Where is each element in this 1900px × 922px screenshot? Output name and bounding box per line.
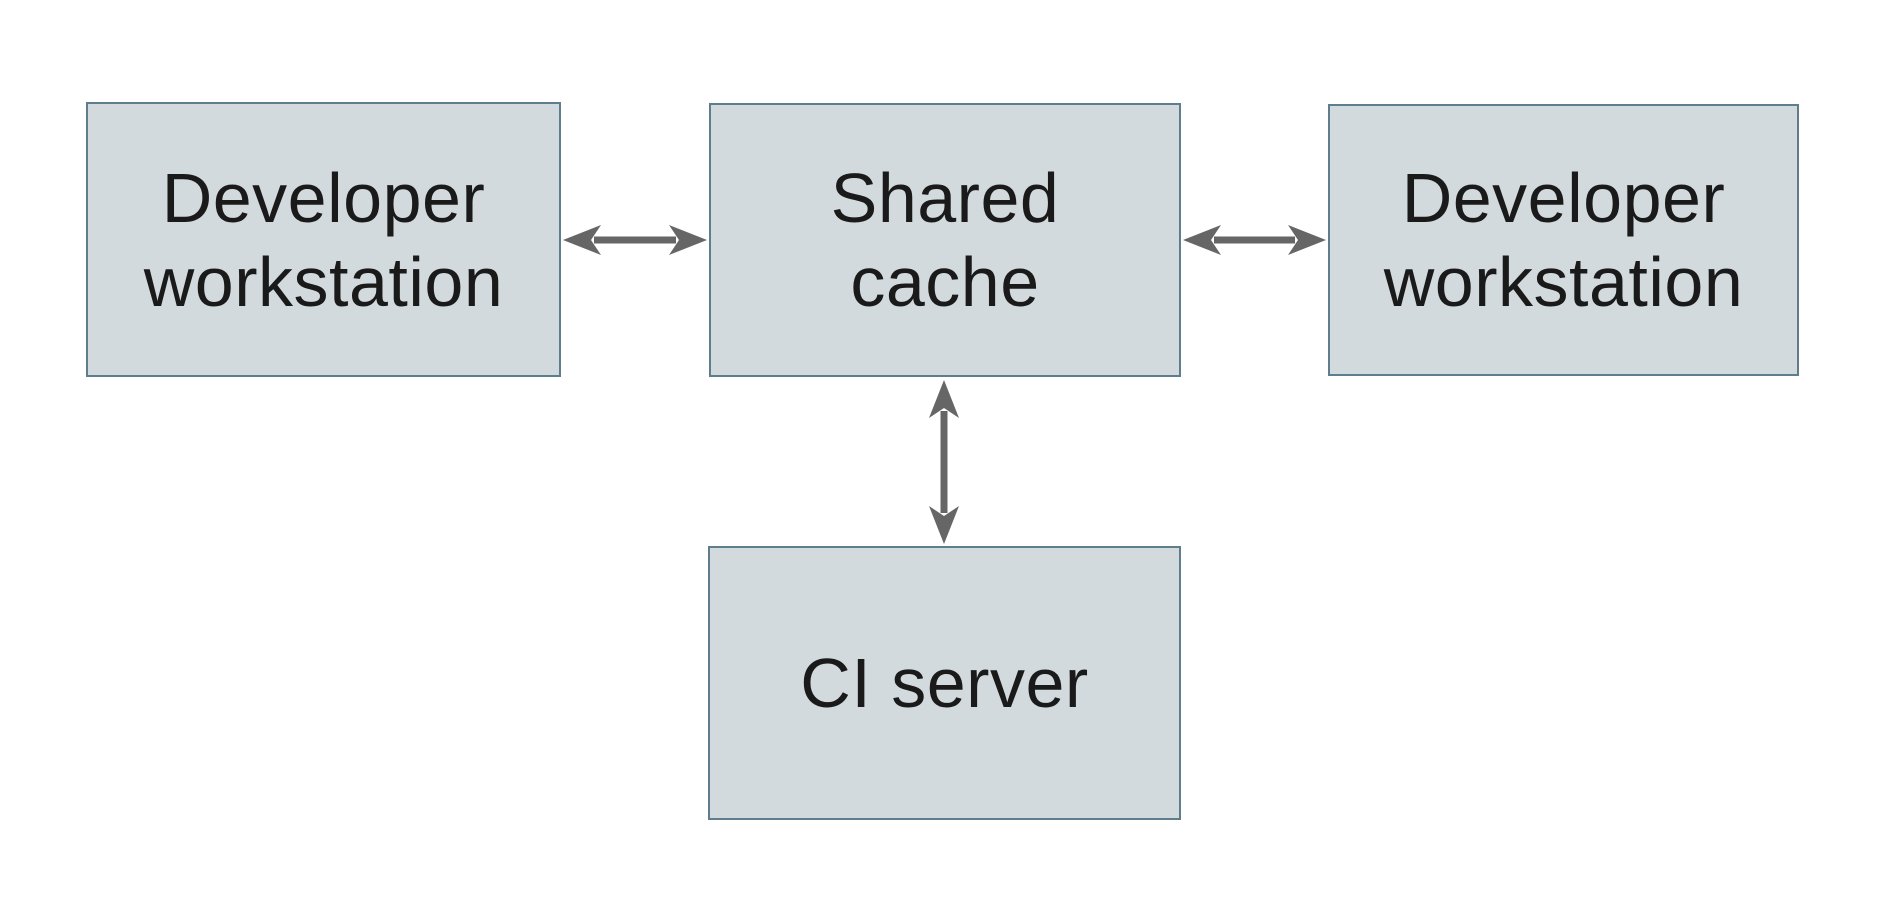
bidirectional-arrow-left-cache (563, 225, 707, 255)
node-shared-cache: Shared cache (709, 103, 1181, 377)
node-developer-workstation-right: Developer workstation (1328, 104, 1799, 376)
node-label: Developer workstation (143, 158, 504, 321)
node-ci-server: CI server (708, 546, 1181, 820)
node-developer-workstation-left: Developer workstation (86, 102, 561, 377)
node-label: CI server (800, 644, 1089, 722)
node-label: Developer workstation (1383, 159, 1744, 321)
node-label: Shared cache (830, 159, 1060, 321)
bidirectional-arrow-cache-ci (929, 380, 959, 544)
bidirectional-arrow-cache-right (1183, 225, 1326, 255)
